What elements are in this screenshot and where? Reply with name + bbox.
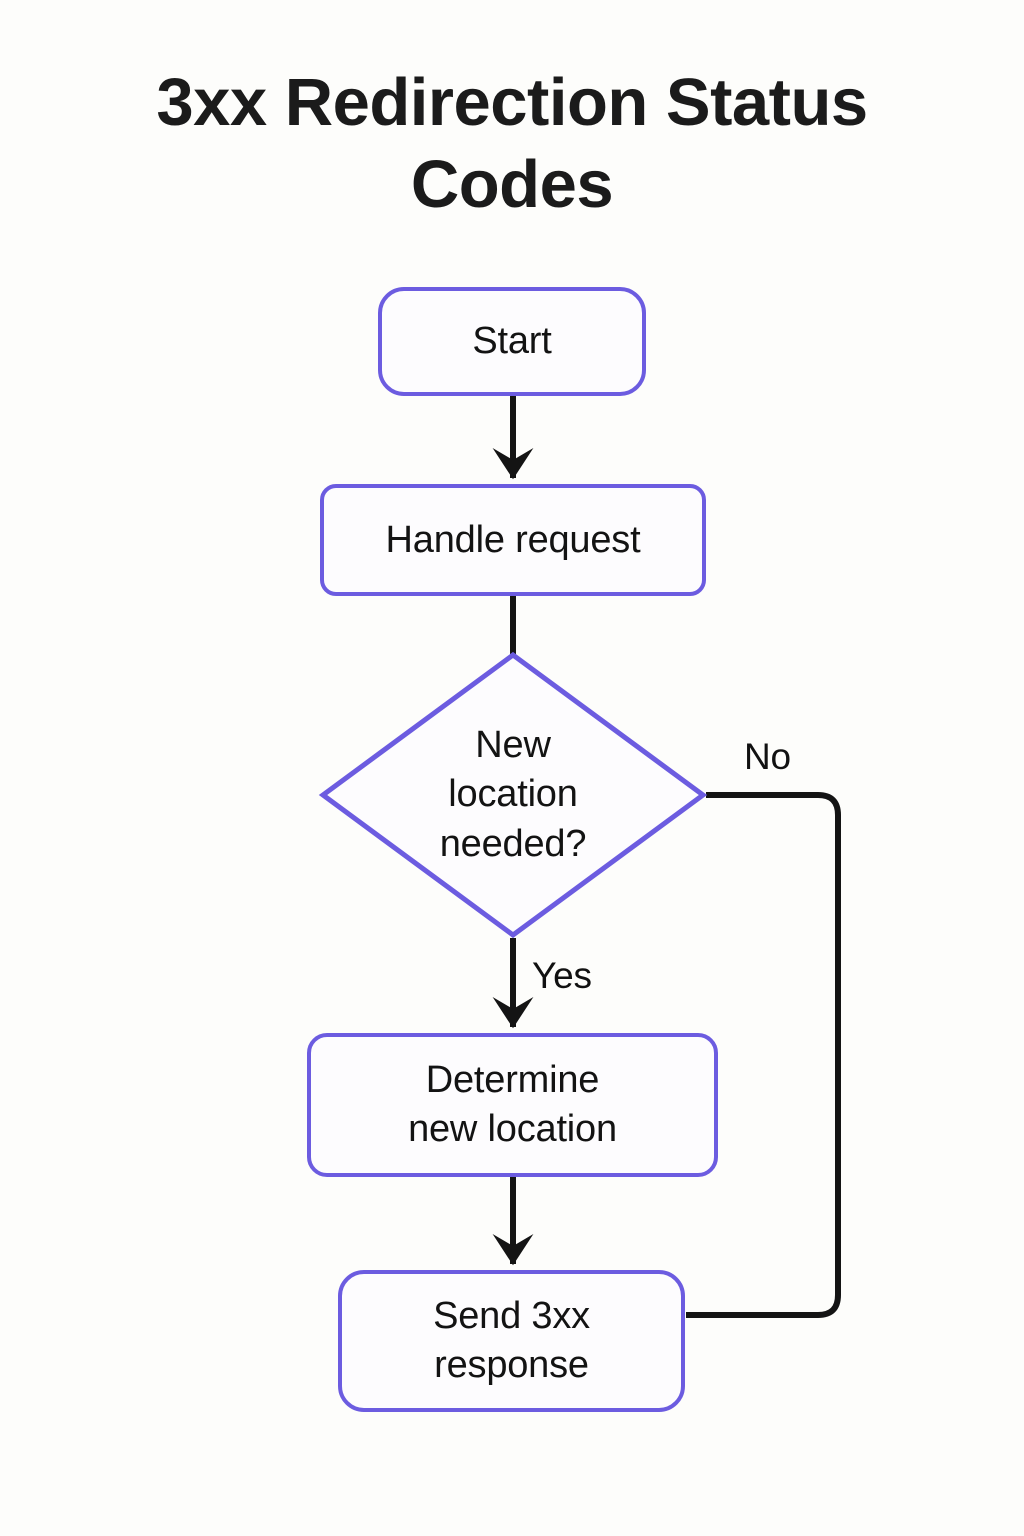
node-decision-new-location-needed[interactable]: New location needed?	[318, 651, 708, 939]
diamond-shape	[318, 651, 708, 939]
node-send-label-line2: response	[434, 1344, 589, 1386]
node-send-label-line1: Send 3xx	[433, 1295, 590, 1338]
node-determine-label-group: Determine new location	[408, 1056, 617, 1153]
node-send-3xx-response[interactable]: Send 3xx response	[338, 1270, 685, 1412]
edge-label-no: No	[744, 736, 791, 777]
edge-label-yes: Yes	[532, 955, 592, 996]
edge-decision-no-to-send	[686, 792, 841, 1318]
node-handle-request-label: Handle request	[385, 518, 641, 561]
node-start[interactable]: Start	[378, 287, 646, 396]
page-title: 3xx Redirection Status Codes	[156, 65, 868, 222]
node-handle-request[interactable]: Handle request	[320, 484, 706, 596]
node-determine-label-line1: Determine	[425, 1059, 600, 1102]
node-start-label: Start	[472, 320, 552, 363]
node-send-label-group: Send 3xx response	[433, 1292, 590, 1389]
node-determine-new-location[interactable]: Determine new location	[307, 1033, 718, 1177]
node-determine-label-line2: new location	[408, 1108, 617, 1150]
